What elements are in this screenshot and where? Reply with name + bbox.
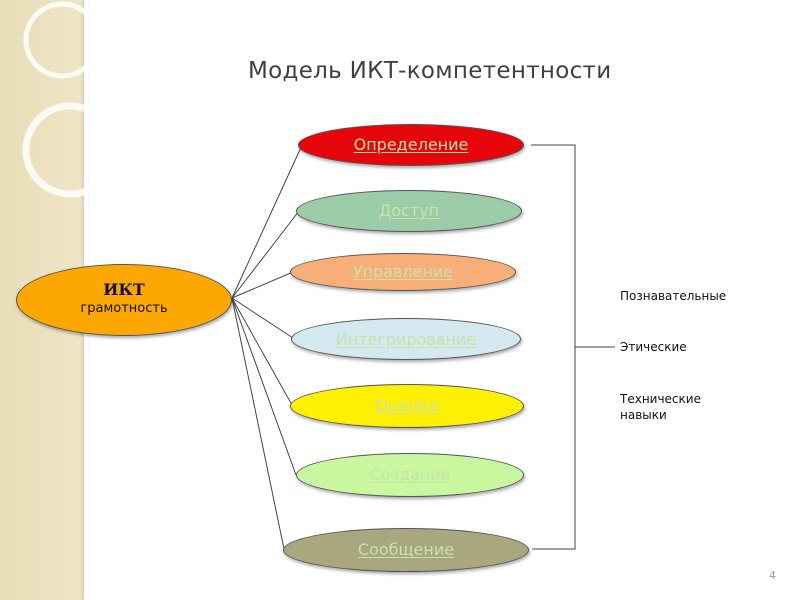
node-access-label: Доступ bbox=[378, 201, 440, 220]
node-evaluation: Оценка bbox=[290, 384, 524, 428]
node-management-label: Управление bbox=[352, 262, 454, 281]
page-number: 4 bbox=[769, 569, 776, 582]
node-creation: Создание bbox=[296, 453, 524, 497]
node-integration-label: Интегрирование bbox=[335, 330, 477, 349]
node-definition: Определение bbox=[298, 124, 524, 166]
node-integration: Интегрирование bbox=[291, 318, 521, 360]
node-communication: Сообщение bbox=[283, 528, 529, 572]
ict-literacy-node: ИКТ грамотность bbox=[16, 264, 232, 336]
node-creation-label: Создание bbox=[369, 465, 451, 484]
label-cognitive: Познавательные bbox=[620, 289, 727, 303]
label-technical-skills: Технические навыки bbox=[620, 392, 701, 422]
node-evaluation-label: Оценка bbox=[375, 396, 439, 415]
node-management: Управление bbox=[290, 253, 516, 291]
node-access: Доступ bbox=[296, 190, 522, 232]
slide-title: Модель ИКТ-компетентности bbox=[248, 58, 612, 84]
node-definition-label: Определение bbox=[353, 135, 469, 154]
label-ethical: Этические bbox=[620, 340, 687, 354]
ict-label: ИКТ bbox=[103, 280, 145, 299]
literacy-label: грамотность bbox=[80, 301, 168, 316]
node-communication-label: Сообщение bbox=[357, 540, 455, 559]
decorative-rings bbox=[22, 1, 118, 198]
